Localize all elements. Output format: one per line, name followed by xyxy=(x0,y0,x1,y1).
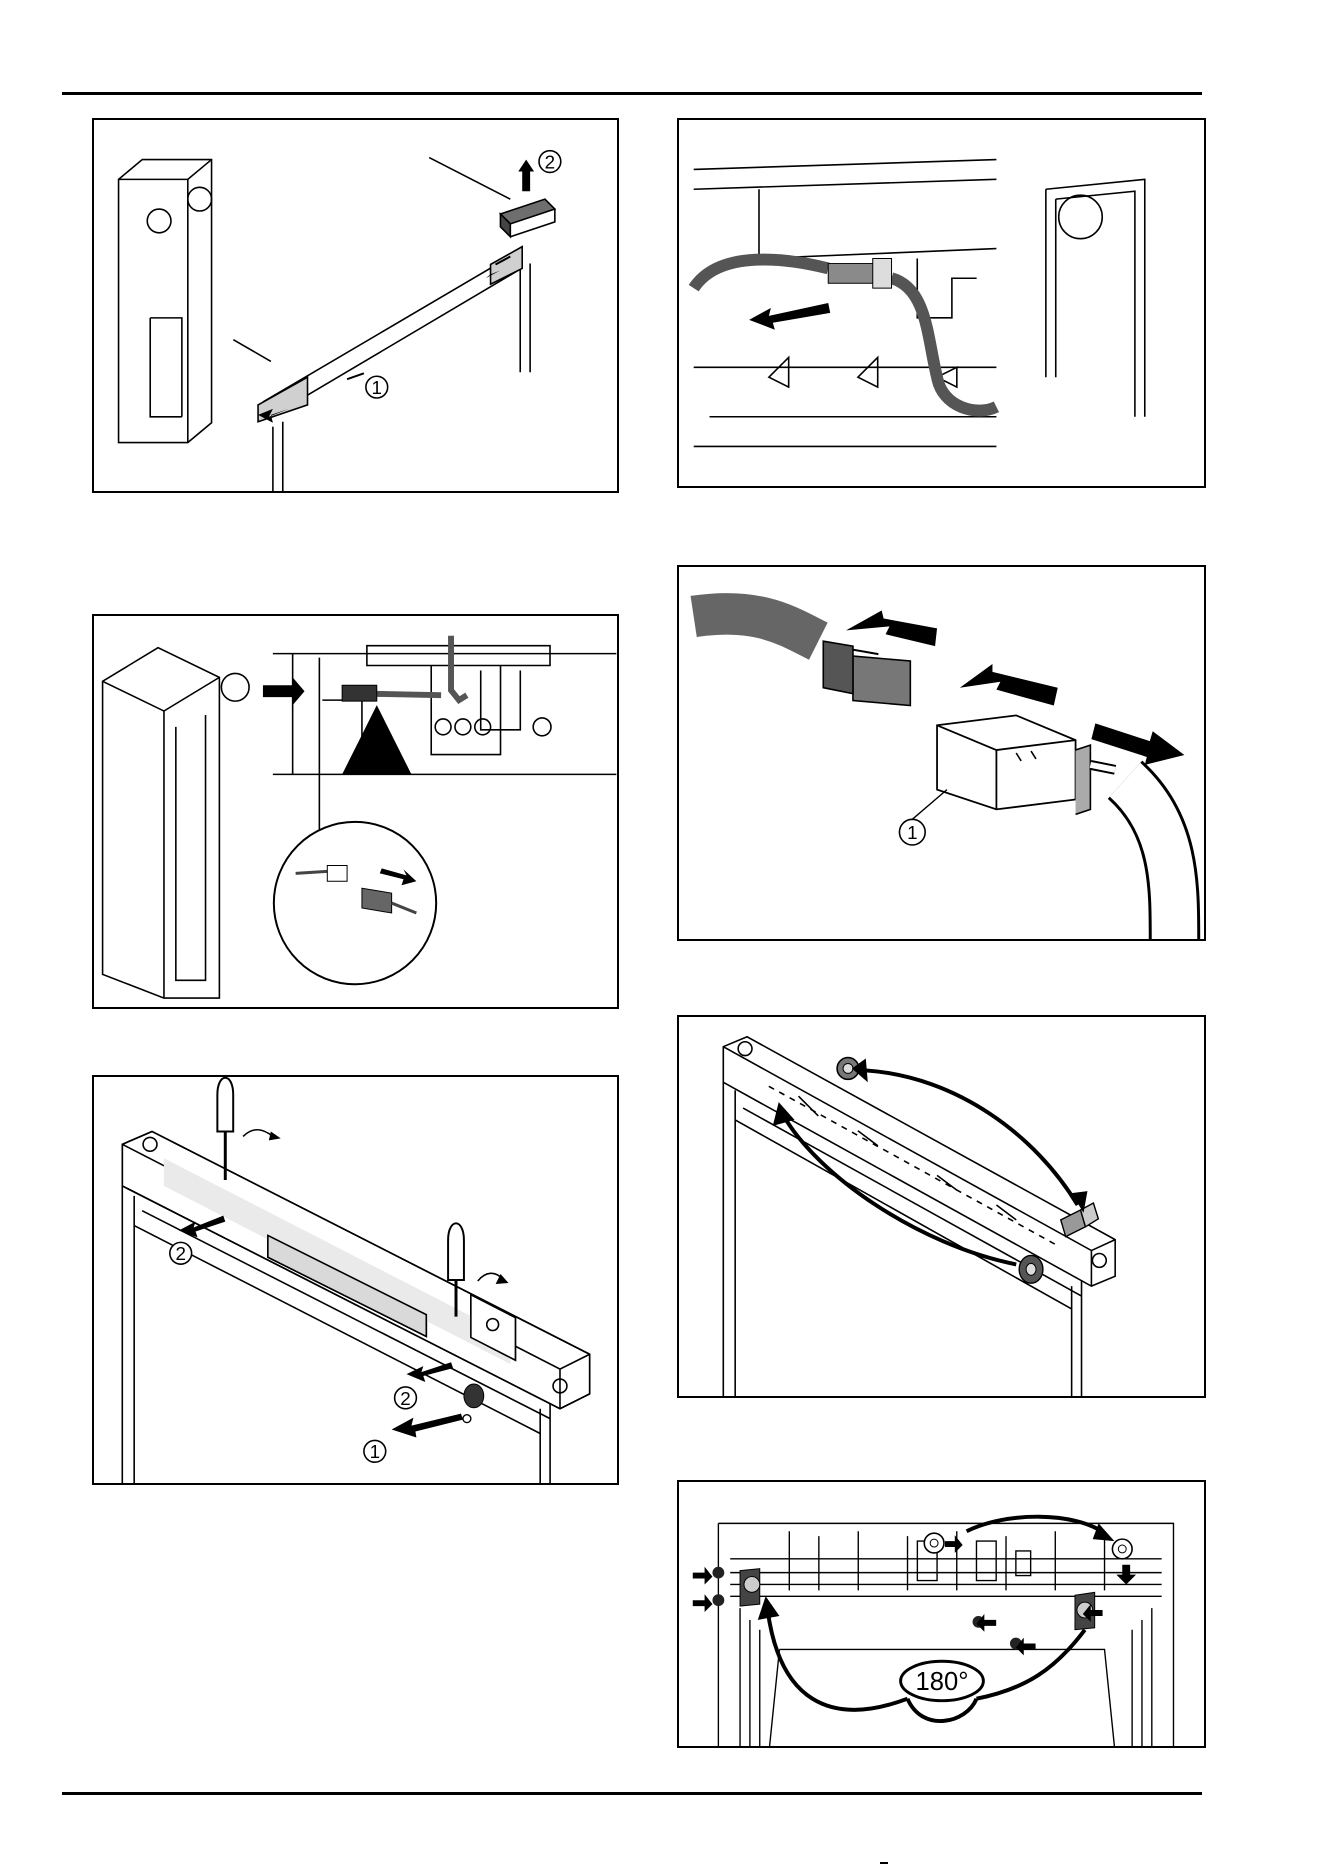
figure-2-panel xyxy=(677,118,1206,488)
figure-1-panel: 2 1 xyxy=(92,118,619,493)
figure-1-illustration: 2 1 xyxy=(94,120,617,491)
header-rule xyxy=(62,92,1202,95)
figure-3-panel xyxy=(92,614,619,1009)
footer-mark xyxy=(880,1862,888,1864)
figure-3-illustration xyxy=(94,616,617,1007)
figure-5-panel: 2 2 1 xyxy=(92,1075,619,1485)
figure-5-callout-1: 1 xyxy=(370,1441,380,1462)
footer-rule xyxy=(62,1792,1202,1795)
figure-5-callout-2a: 2 xyxy=(175,1243,185,1264)
figure-4-panel: 1 xyxy=(677,565,1206,941)
figure-4-illustration: 1 xyxy=(679,567,1204,939)
figure-7-panel: 180° xyxy=(677,1480,1206,1748)
figure-5-illustration: 2 2 1 xyxy=(94,1077,617,1483)
figure-1-callout-1: 1 xyxy=(372,377,382,398)
figure-7-illustration: 180° xyxy=(679,1482,1204,1746)
figure-6-illustration xyxy=(679,1017,1204,1396)
figure-5-callout-2b: 2 xyxy=(400,1388,410,1409)
figure-6-panel xyxy=(677,1015,1206,1398)
figure-1-callout-2: 2 xyxy=(545,151,555,172)
figure-4-callout-1: 1 xyxy=(907,822,917,843)
figure-2-illustration xyxy=(679,120,1204,486)
figure-7-angle-label: 180° xyxy=(916,1668,969,1696)
